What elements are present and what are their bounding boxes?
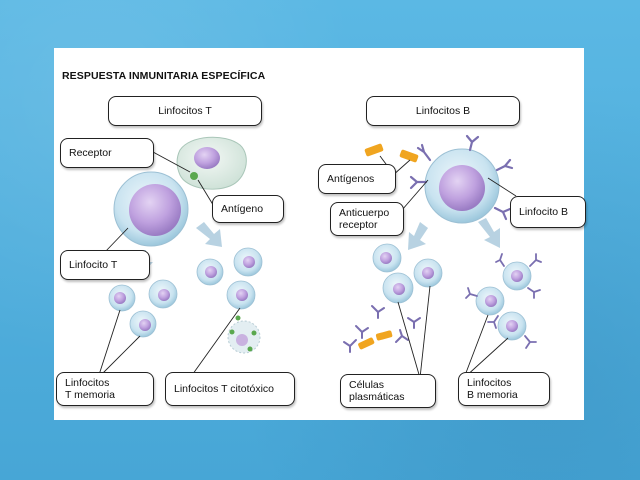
b-cell-receptors xyxy=(409,134,514,221)
label-linfocito-t: Linfocito T xyxy=(60,250,150,280)
label-antigenos: Antígenos xyxy=(318,164,396,194)
plasma-cells xyxy=(372,243,443,304)
label-linfocitos-t-memoria-text: Linfocitos T memoria xyxy=(65,377,115,401)
label-antigeno: Antígeno xyxy=(212,195,284,223)
label-anticuerpo-receptor: Anticuerpo receptor xyxy=(330,202,404,236)
antigen-dot xyxy=(190,172,198,180)
antigen-presenting-cell xyxy=(176,136,247,190)
t-lymphocyte-cell xyxy=(113,171,189,247)
label-linfocito-b: Linfocito B xyxy=(510,196,586,228)
antigens-bound xyxy=(358,330,393,350)
label-linfocitos-t-text: Linfocitos T xyxy=(158,105,212,117)
label-linfocitos-b-text: Linfocitos B xyxy=(415,105,471,117)
label-celulas-plasmaticas: Células plasmáticas xyxy=(340,374,436,408)
arrow-to-cytotoxic-t xyxy=(196,222,222,247)
arrow-to-memory-b xyxy=(478,218,500,248)
label-linfocitos-t-citotoxico-text: Linfocitos T citotóxico xyxy=(174,383,274,395)
b-memory-receptors xyxy=(465,253,542,349)
b-lymphocyte-cell xyxy=(424,148,500,224)
infected-cell xyxy=(227,315,261,354)
label-receptor: Receptor xyxy=(60,138,154,168)
t-memory-cells xyxy=(108,279,178,338)
label-antigenos-text: Antígenos xyxy=(327,173,375,185)
b-memory-cells xyxy=(475,261,532,341)
page-title: RESPUESTA INMUNITARIA ESPECÍFICA xyxy=(62,70,266,82)
left-connector-lines xyxy=(97,151,241,379)
label-linfocitos-b-memoria: Linfocitos B memoria xyxy=(458,372,550,406)
label-receptor-text: Receptor xyxy=(69,147,112,159)
label-linfocitos-t-memoria: Linfocitos T memoria xyxy=(56,372,154,406)
label-celulas-plasmaticas-text: Células plasmáticas xyxy=(349,379,405,403)
label-linfocito-t-text: Linfocito T xyxy=(69,259,118,271)
label-linfocitos-t: Linfocitos T xyxy=(108,96,262,126)
label-linfocitos-t-citotoxico: Linfocitos T citotóxico xyxy=(165,372,295,406)
label-linfocito-b-text: Linfocito B xyxy=(519,206,569,218)
cytotoxic-t-cells xyxy=(196,247,263,310)
label-antigeno-text: Antígeno xyxy=(221,203,264,215)
label-linfocitos-b: Linfocitos B xyxy=(366,96,520,126)
label-anticuerpo-receptor-text: Anticuerpo receptor xyxy=(339,207,390,231)
label-linfocitos-b-memoria-text: Linfocitos B memoria xyxy=(467,377,518,401)
secreted-antibodies xyxy=(343,305,421,353)
antigens-free xyxy=(364,143,419,163)
arrow-to-plasma-cells xyxy=(408,222,428,250)
